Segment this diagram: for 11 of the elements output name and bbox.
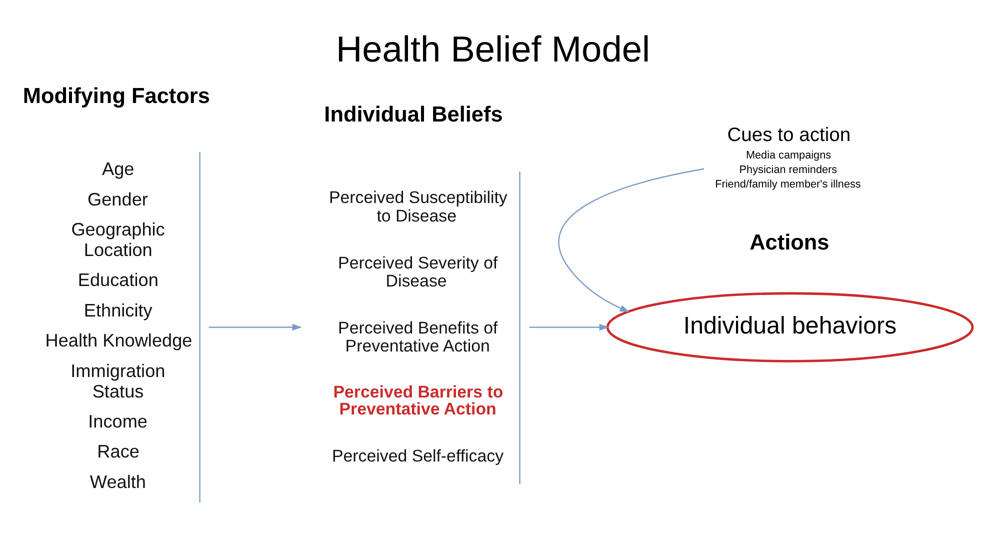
node-text: Cues to action Media campaigns Physician reminders Friend/family member's illness: [715, 125, 861, 190]
arrow: [208, 324, 302, 331]
node-ellipse: Individual behaviors: [606, 292, 974, 362]
diagram-title: Health Belief Model: [336, 28, 650, 70]
arrow: [529, 324, 609, 331]
label: Individual Beliefs: [324, 101, 503, 126]
node-text: Perceived Susceptibility to Disease Perceived Severity of Disease Perceived Benefits of Preventative Action Perceived Barriers to Preventative Action Perceived Self-efficacy: [329, 188, 508, 466]
label: Actions: [750, 229, 830, 254]
label: Modifying Factors: [22, 83, 210, 108]
arrow: [558, 168, 704, 312]
node-text: Age Gender Geographic Location Education Ethnicity Health Knowledge Immigration Status Income Race Wealth: [45, 159, 192, 492]
